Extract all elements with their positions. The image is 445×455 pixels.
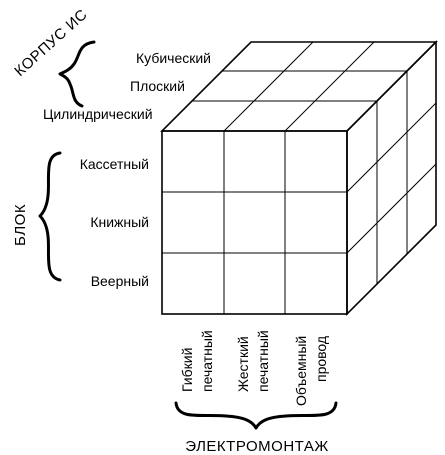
block-title: БЛОК: [12, 204, 29, 246]
housing-brace: [58, 40, 96, 108]
wiring-item-flexible-line2: печатный: [199, 330, 215, 392]
wiring-group: Гибкий печатный Жесткий печатный Объемны…: [174, 330, 338, 455]
block-group: БЛОК Кассетный Книжный Веерный: [12, 151, 149, 289]
cube-front-face: [161, 130, 348, 315]
housing-item-cylindrical: Цилиндрический: [43, 106, 153, 122]
wiring-item-flexible-line1: Гибкий: [179, 348, 195, 392]
cube: [160, 40, 438, 316]
wiring-item-rigid-line1: Жесткий: [235, 336, 251, 392]
block-item-fan: Веерный: [91, 273, 149, 289]
housing-group: КОРПУС ИС Кубический Плоский Цилиндричес…: [11, 6, 211, 122]
block-brace: [38, 151, 62, 282]
wiring-item-volumetric-line1: Объемный: [293, 336, 309, 406]
wiring-brace: [174, 401, 338, 430]
block-item-cassette: Кассетный: [80, 156, 149, 172]
housing-title: КОРПУС ИС: [11, 6, 91, 80]
block-item-book: Книжный: [90, 214, 149, 230]
housing-item-cubic: Кубический: [136, 50, 211, 66]
wiring-item-rigid-line2: печатный: [255, 330, 271, 392]
wiring-item-volumetric-line2: провод: [313, 336, 329, 382]
wiring-title: ЭЛЕКТРОМОНТАЖ: [185, 438, 328, 455]
cube-right-face: [346, 40, 437, 316]
housing-item-flat: Плоский: [130, 78, 185, 94]
